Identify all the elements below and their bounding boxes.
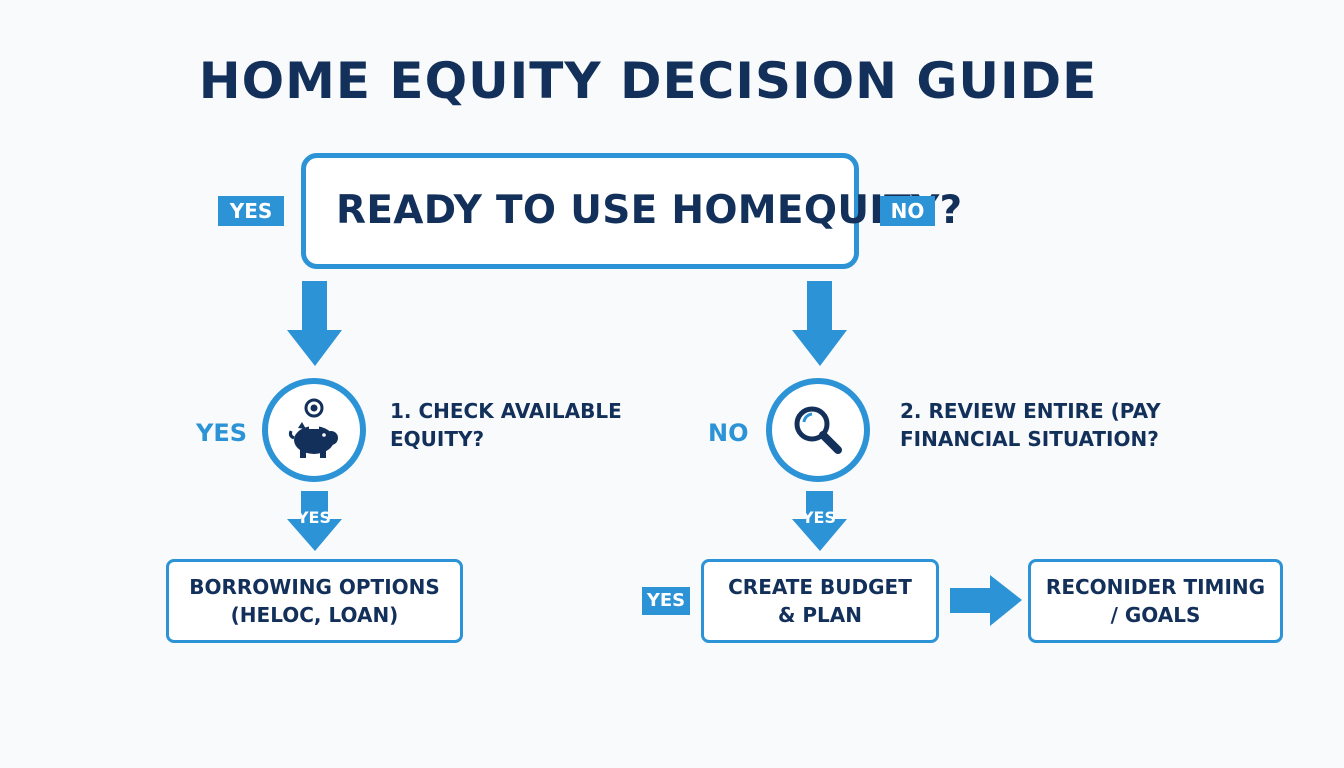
no-tag-top: NO bbox=[880, 196, 935, 226]
step-check-equity-line-2: EQUITY? bbox=[390, 427, 485, 451]
arrow-down-left-top bbox=[287, 281, 342, 366]
create-budget-line-2: & PLAN bbox=[777, 603, 863, 627]
borrowing-options-line-2: (HELOC, LOAN) bbox=[230, 603, 399, 627]
arrow-yes-label-right: YES bbox=[801, 508, 837, 527]
arrow-yes-label-left: YES bbox=[296, 508, 332, 527]
piggy-bank-icon bbox=[288, 398, 338, 458]
main-question-text: READY TO USE HOMEQUITY? bbox=[336, 188, 963, 233]
arrow-down-left-bottom bbox=[287, 491, 342, 551]
reconsider-timing-box: RECONIDER TIMING / GOALS bbox=[1028, 559, 1283, 643]
arrow-right-to-reconsider bbox=[950, 575, 1022, 626]
reconsider-timing-line-2: / GOALS bbox=[1110, 603, 1201, 627]
borrowing-options-box: BORROWING OPTIONS (HELOC, LOAN) bbox=[166, 559, 463, 643]
borrowing-options-line-1: BORROWING OPTIONS bbox=[189, 575, 440, 599]
create-budget-line-1: CREATE BUDGET bbox=[728, 575, 912, 599]
step-review-finances: 2. REVIEW ENTIRE (PAY FINANCIAL SITUATIO… bbox=[900, 397, 1161, 453]
yes-tag-top: YES bbox=[218, 196, 284, 226]
page-title: HOME EQUITY DECISION GUIDE bbox=[198, 52, 1098, 110]
piggy-bank-circle bbox=[262, 378, 366, 482]
magnifier-circle bbox=[766, 378, 870, 482]
arrow-down-right-top bbox=[792, 281, 847, 366]
magnifying-glass-icon bbox=[794, 406, 842, 454]
step-review-finances-line-2: FINANCIAL SITUATION? bbox=[900, 427, 1159, 451]
step-check-equity: 1. CHECK AVAILABLE EQUITY? bbox=[390, 397, 622, 453]
step-check-equity-line-1: 1. CHECK AVAILABLE bbox=[390, 399, 622, 423]
yes-tag-bottom: YES bbox=[642, 587, 690, 615]
main-question-box bbox=[301, 153, 859, 269]
arrow-down-right-bottom bbox=[792, 491, 847, 551]
no-side-label: NO bbox=[708, 419, 749, 447]
yes-side-label: YES bbox=[196, 419, 248, 447]
create-budget-box: CREATE BUDGET & PLAN bbox=[701, 559, 939, 643]
reconsider-timing-line-1: RECONIDER TIMING bbox=[1045, 575, 1266, 599]
step-review-finances-line-1: 2. REVIEW ENTIRE (PAY bbox=[900, 399, 1161, 423]
